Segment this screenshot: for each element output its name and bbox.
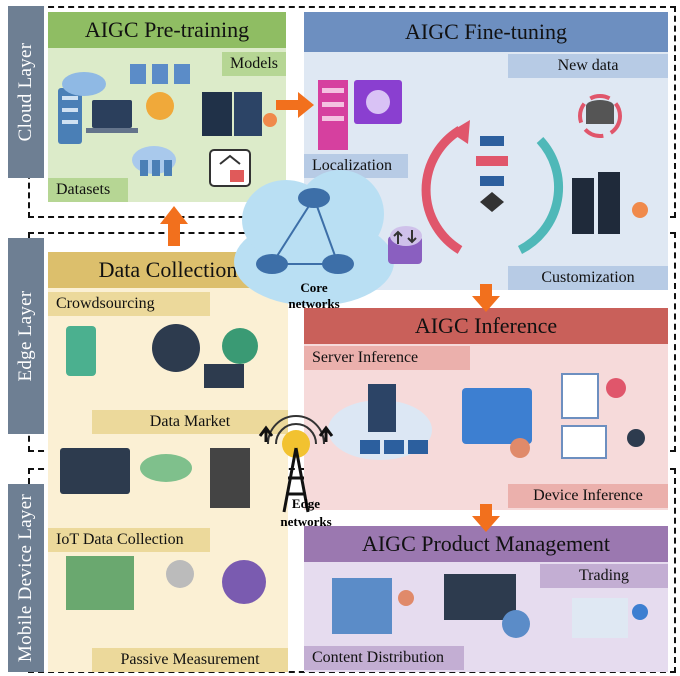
mobile-layer-label: Mobile Device Layer bbox=[15, 493, 36, 663]
models-label: Models bbox=[222, 52, 286, 76]
inference-illustration bbox=[328, 373, 645, 460]
workflow-screen-icon bbox=[444, 574, 516, 620]
datacenter-icon bbox=[572, 172, 648, 234]
core-networks-label-line2: networks bbox=[288, 296, 339, 311]
server-stack-icon bbox=[318, 80, 348, 150]
edge-network-tower: Edge networks bbox=[258, 415, 334, 529]
product-illustration bbox=[332, 574, 648, 638]
cycle-arrows-icon bbox=[421, 120, 564, 255]
robot-icon bbox=[210, 448, 250, 508]
trader-icon bbox=[632, 604, 648, 620]
edge-layer-tab: Edge Layer bbox=[8, 238, 44, 434]
dashboard-icon bbox=[60, 448, 130, 494]
desktop-icon bbox=[204, 364, 244, 388]
server-farm-icon bbox=[328, 384, 432, 460]
crowdsourcing-label: Crowdsourcing bbox=[48, 292, 210, 316]
content-distribution-label: Content Distribution bbox=[304, 646, 464, 670]
user-icon bbox=[510, 438, 530, 458]
antenna-icon bbox=[258, 425, 334, 513]
target-analytics-icon bbox=[561, 373, 645, 459]
pretraining-panel: AIGC Pre-training Models Datasets bbox=[48, 12, 286, 202]
edge-networks-label-line2: networks bbox=[280, 514, 331, 529]
product-title: AIGC Product Management bbox=[304, 526, 668, 562]
server-inference-label: Server Inference bbox=[304, 346, 470, 370]
island-icon bbox=[140, 454, 192, 482]
customization-label: Customization bbox=[508, 266, 668, 290]
arrow-pretraining-to-finetuning bbox=[276, 92, 314, 118]
database-sync-icon bbox=[578, 94, 622, 138]
finetuning-title: AIGC Fine-tuning bbox=[304, 12, 668, 52]
smile-icon bbox=[366, 90, 390, 114]
person-icon bbox=[263, 113, 277, 127]
pretraining-title: AIGC Pre-training bbox=[48, 12, 286, 48]
router-icon bbox=[322, 254, 354, 274]
arrow-collection-to-pretraining bbox=[160, 206, 188, 246]
documents-icon bbox=[130, 64, 190, 84]
data-collection-panel: Data Collection Crowdsourcing Data Marke… bbox=[48, 252, 288, 672]
laptop-icon bbox=[92, 100, 132, 128]
engineer-icon bbox=[632, 202, 648, 218]
business-ethics-icon bbox=[572, 598, 628, 638]
flowchart-icon bbox=[476, 136, 508, 212]
device-inference-label: Device Inference bbox=[508, 484, 668, 508]
cloud-icon bbox=[62, 72, 106, 96]
product-panel: AIGC Product Management Trading Content … bbox=[304, 526, 668, 672]
smart-home-icon bbox=[66, 556, 134, 610]
edge-layer-label: Edge Layer bbox=[15, 290, 36, 382]
sync-transfer-icon bbox=[388, 226, 422, 264]
content-board-icon bbox=[332, 578, 392, 634]
inference-title: AIGC Inference bbox=[304, 308, 668, 344]
cloud-layer-tab: Cloud Layer bbox=[8, 6, 44, 178]
ai-screen-icon bbox=[462, 388, 532, 458]
creator-icon bbox=[398, 590, 414, 606]
network-hub-icon bbox=[152, 324, 200, 372]
datasets-label: Datasets bbox=[48, 178, 128, 202]
server-rack-icon bbox=[58, 88, 82, 144]
passive-measurement-label: Passive Measurement bbox=[92, 648, 288, 672]
laptop-user-icon bbox=[502, 610, 530, 638]
new-data-label: New data bbox=[508, 54, 668, 78]
arrow-inference-to-product bbox=[472, 504, 500, 532]
social-media-icon bbox=[222, 560, 266, 604]
arrow-finetuning-to-inference bbox=[472, 284, 500, 312]
trading-label: Trading bbox=[540, 564, 668, 588]
phone-icon bbox=[66, 326, 96, 376]
router-icon bbox=[256, 254, 288, 274]
brain-icon bbox=[146, 92, 174, 120]
datasets-cloud-icon bbox=[132, 146, 176, 176]
pretraining-illustration bbox=[58, 64, 277, 187]
router-icon bbox=[298, 188, 330, 208]
iot-robot-icon bbox=[166, 560, 194, 588]
analyst-icon bbox=[627, 429, 645, 447]
mobile-layer-tab: Mobile Device Layer bbox=[8, 484, 44, 672]
cloud-layer-label: Cloud Layer bbox=[15, 42, 36, 142]
data-collection-illustration bbox=[60, 324, 266, 610]
core-network-cloud: Core networks bbox=[234, 170, 394, 311]
globe-icon bbox=[222, 328, 258, 364]
server-icon bbox=[202, 92, 232, 136]
upload-image-icon bbox=[209, 149, 251, 187]
iot-collection-label: IoT Data Collection bbox=[48, 528, 210, 552]
core-networks-label-line1: Core bbox=[300, 280, 327, 295]
edge-networks-label-line1: Edge bbox=[292, 496, 320, 511]
inference-panel: AIGC Inference Server Inference Device I… bbox=[304, 308, 668, 510]
finetuning-illustration bbox=[318, 80, 648, 255]
data-market-label: Data Market bbox=[92, 410, 288, 434]
